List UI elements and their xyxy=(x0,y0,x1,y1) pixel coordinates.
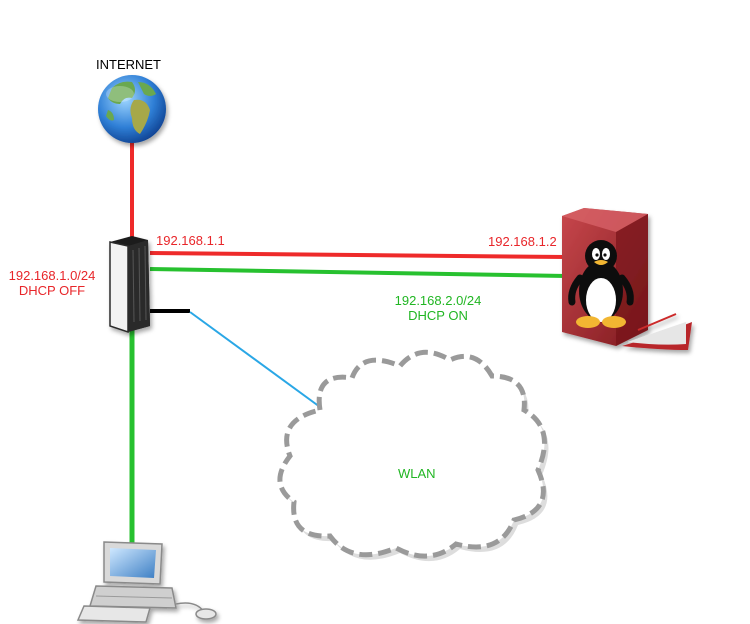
lan1-info-label: 192.168.1.0/24 DHCP OFF xyxy=(6,268,98,298)
lan1-subnet-label: 192.168.1.0/24 xyxy=(8,268,96,283)
wlan-label: WLAN xyxy=(398,466,436,481)
router-icon xyxy=(109,236,150,334)
linux-server-icon xyxy=(562,208,692,350)
router-wlan-link xyxy=(189,311,321,408)
cloud-icon xyxy=(277,349,549,562)
desktop-computer-icon xyxy=(76,541,217,623)
lan2-subnet-label: 192.168.2.0/24 xyxy=(394,293,482,308)
internet-label: INTERNET xyxy=(96,57,161,72)
lan2-dhcp-label: DHCP ON xyxy=(408,308,468,323)
router-port-ip-label: 192.168.1.1 xyxy=(156,233,225,248)
router-server-red-link xyxy=(149,251,567,259)
globe-icon xyxy=(98,75,166,143)
router-server-green-link xyxy=(149,267,567,278)
lan1-dhcp-label: DHCP OFF xyxy=(18,283,86,298)
server-port-ip-label: 192.168.1.2 xyxy=(488,234,557,249)
lan2-info-label: 192.168.2.0/24 DHCP ON xyxy=(388,293,488,323)
